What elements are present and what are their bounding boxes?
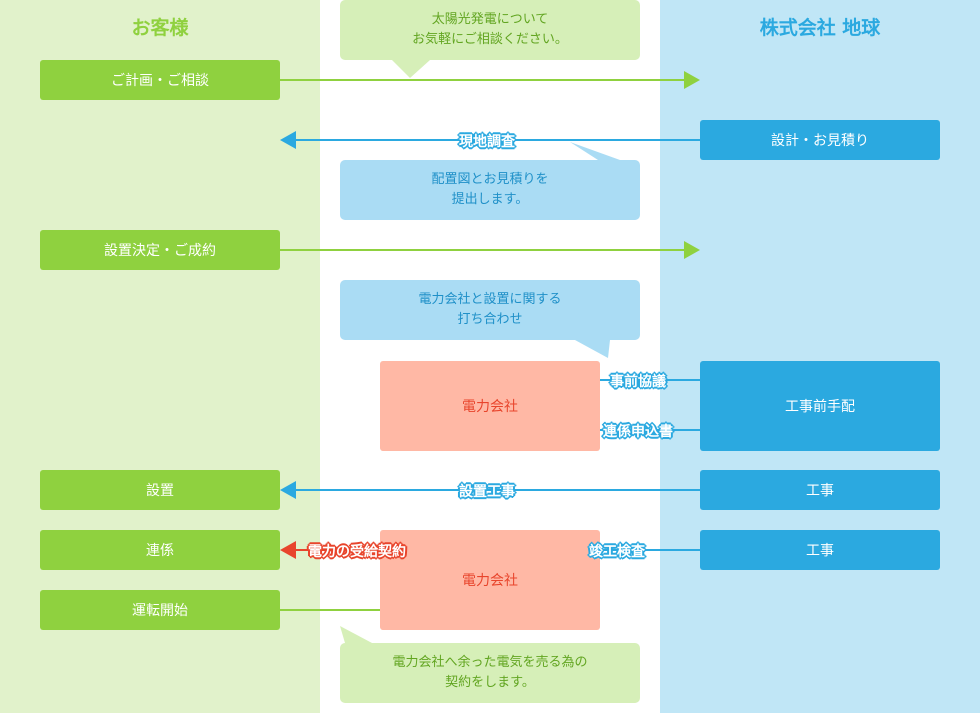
arrow-consult-head	[684, 71, 700, 89]
arrow-survey-head	[280, 131, 296, 149]
step-connect: 連係	[40, 530, 280, 570]
step-operate: 運転開始	[40, 590, 280, 630]
step-work-1: 工事	[700, 470, 940, 510]
power-company-box-1: 電力会社	[380, 361, 600, 451]
customer-column-title: お客様	[131, 17, 189, 39]
arrow-install-head	[280, 481, 296, 499]
label-survey: 現地調査	[459, 134, 515, 150]
label-supply-contract: 電力の受給契約	[308, 544, 406, 560]
bubble-sale-contract: 電力会社へ余った電気を売る為の 契約をします。	[340, 643, 640, 703]
step-design: 設計・お見積り	[700, 120, 940, 160]
step-contract: 設置決定・ご成約	[40, 230, 280, 270]
power-company-box-2: 電力会社	[380, 530, 600, 630]
bubble-tail-1	[392, 60, 430, 78]
bubble-tail-2	[570, 142, 620, 160]
company-column-title: 株式会社 地球	[759, 17, 881, 39]
bubble-estimate: 配置図とお見積りを 提出します。	[340, 160, 640, 220]
company-column	[660, 0, 980, 713]
label-install-work: 設置工事	[459, 484, 515, 500]
bubble-tail-3	[575, 340, 610, 358]
label-prior: 事前協議	[610, 374, 666, 390]
bubble-consult: 太陽光発電について お気軽にご相談ください。	[340, 0, 640, 60]
bubble-tail-4	[340, 626, 372, 643]
step-prep: 工事前手配	[700, 361, 940, 451]
arrow-supply-head	[280, 541, 296, 559]
step-install: 設置	[40, 470, 280, 510]
bubble-meeting: 電力会社と設置に関する 打ち合わせ	[340, 280, 640, 340]
step-consult: ご計画・ご相談	[40, 60, 280, 100]
label-inspection: 竣工検査	[589, 544, 645, 560]
label-application: 連係申込書	[603, 424, 673, 440]
arrow-contract-head	[684, 241, 700, 259]
step-work-2: 工事	[700, 530, 940, 570]
